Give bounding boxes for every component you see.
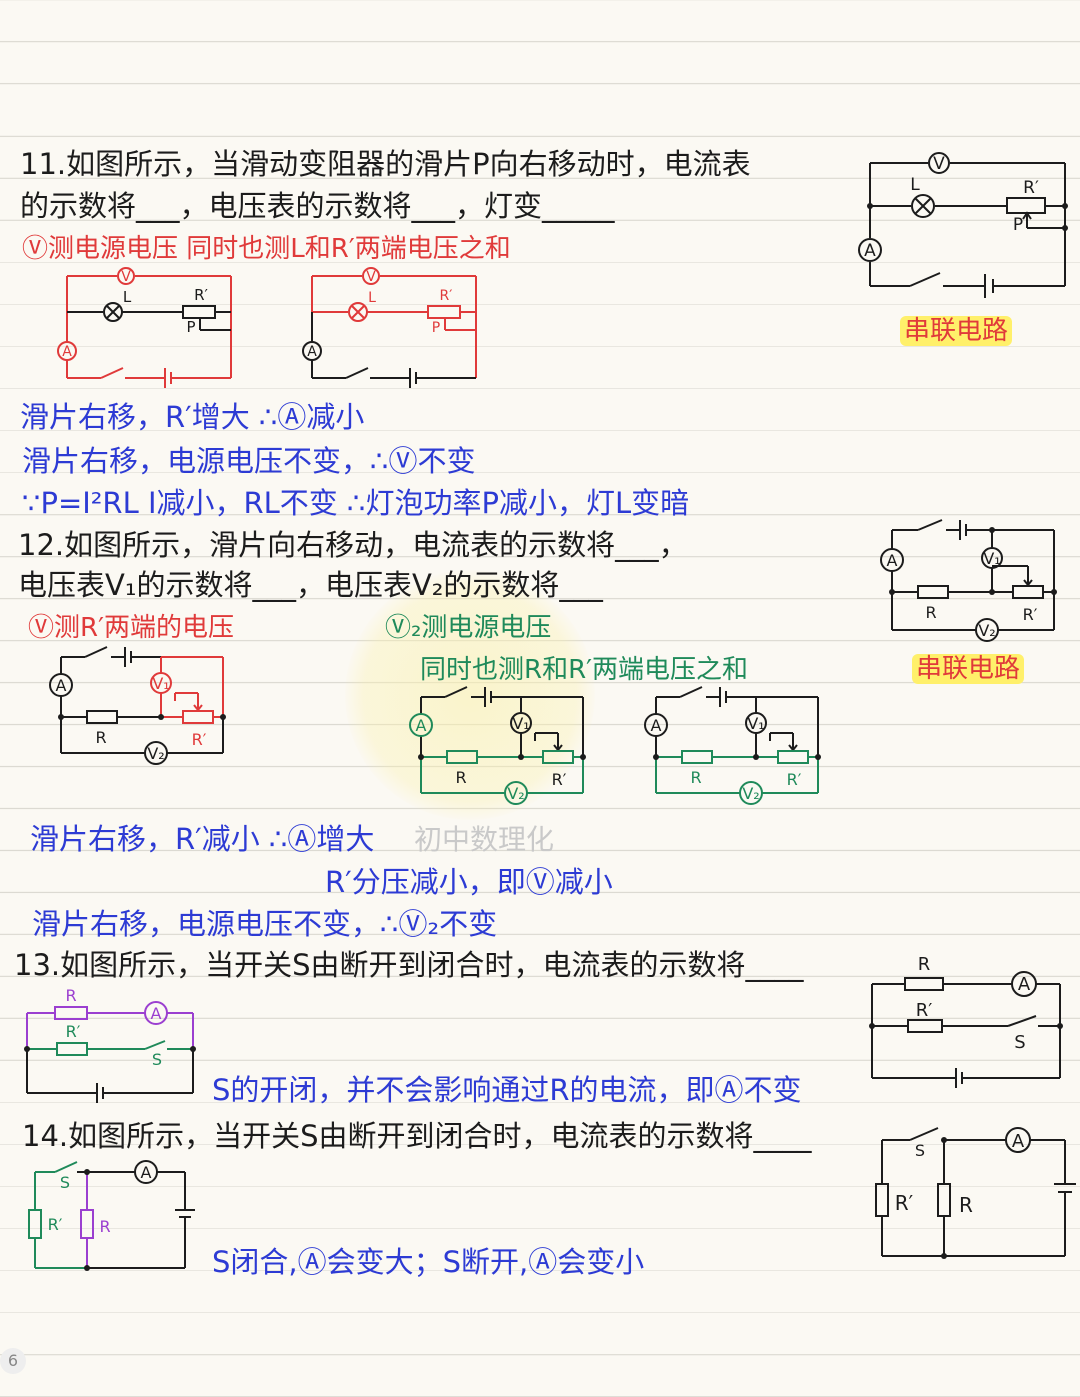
- q11-rheostat-label: R′: [1023, 178, 1039, 198]
- q12-v2-note-2: 同时也测R和R′两端电压之和: [420, 655, 749, 685]
- q12-question-line2: 电压表V₁的示数将___，电压表V₂的示数将___: [18, 568, 603, 602]
- svg-text:V₁: V₁: [983, 549, 1000, 568]
- svg-text:A: A: [416, 716, 427, 735]
- page-number: 6: [0, 1348, 26, 1374]
- svg-text:R′: R′: [1023, 605, 1038, 624]
- q11-circuit-red-1: V A L R′ P: [57, 267, 232, 388]
- svg-text:R: R: [690, 768, 701, 787]
- q11-series-label: 串联电路: [900, 316, 1013, 346]
- svg-text:R: R: [455, 768, 466, 787]
- q14-answer: S闭合,Ⓐ会变大；S断开,Ⓐ会变小: [212, 1245, 645, 1279]
- svg-text:A: A: [151, 1004, 162, 1023]
- q11-question-line2: 的示数将___，电压表的示数将___，灯变_____: [20, 189, 615, 223]
- svg-text:V: V: [366, 269, 376, 285]
- watermark-text: 初中数理化: [414, 823, 555, 856]
- q14-circuit-diagram: S A R′ R: [875, 1127, 1076, 1259]
- svg-text:R: R: [959, 1193, 973, 1217]
- svg-text:A: A: [56, 676, 67, 695]
- q11-ammeter-label: A: [864, 241, 876, 261]
- svg-text:L: L: [123, 288, 132, 306]
- svg-text:P: P: [432, 320, 440, 336]
- q12-circuit-green-2: A V₁ V₂ R R′: [644, 686, 821, 805]
- svg-text:R′: R′: [192, 730, 207, 749]
- q11-answer-line2: 滑片右移，电源电压不变，∴Ⓥ不变: [22, 444, 476, 478]
- svg-text:R: R: [99, 1217, 110, 1236]
- q12-v2-note: Ⓥ₂测电源电压: [385, 613, 552, 643]
- q11-answer-line1: 滑片右移，R′增大 ∴Ⓐ减小: [20, 400, 365, 434]
- svg-text:R′: R′: [48, 1215, 63, 1234]
- svg-text:R: R: [65, 986, 76, 1005]
- q11-circuit-diagram: V A L R′ P: [858, 152, 1068, 298]
- svg-text:S: S: [152, 1050, 162, 1069]
- q12-series-label: 串联电路: [912, 654, 1025, 684]
- svg-text:R′: R′: [440, 288, 453, 304]
- svg-text:V₂: V₂: [742, 784, 759, 803]
- q13-answer: S的开闭，并不会影响通过R的电流，即Ⓐ不变: [212, 1073, 802, 1107]
- svg-text:A: A: [887, 551, 898, 570]
- svg-text:R: R: [925, 603, 936, 622]
- q11-question-line1: 11.如图所示，当滑动变阻器的滑片P向右移动时，电流表: [20, 147, 751, 181]
- q12-answer-line1: 滑片右移，R′减小 ∴Ⓐ增大: [30, 822, 375, 856]
- q11-circuit-red-2: VL R′P A: [302, 267, 477, 388]
- svg-text:R′: R′: [916, 1000, 933, 1021]
- svg-text:R: R: [918, 954, 931, 975]
- svg-text:R′: R′: [787, 770, 802, 789]
- q12-question-line1: 12.如图所示，滑片向右移动，电流表的示数将___，: [18, 528, 688, 562]
- q13-question: 13.如图所示，当开关S由断开到闭合时，电流表的示数将____: [14, 948, 804, 982]
- q13-circuit-diagram: R A R′ S: [869, 954, 1063, 1088]
- svg-text:R′: R′: [66, 1022, 81, 1041]
- svg-text:V₂: V₂: [147, 744, 164, 763]
- svg-text:S: S: [60, 1173, 70, 1192]
- svg-text:P: P: [186, 318, 195, 336]
- svg-text:R′: R′: [895, 1191, 914, 1215]
- svg-text:S: S: [1014, 1032, 1025, 1053]
- watermark-logo: [345, 570, 595, 820]
- q13-circuit-colored: R A R′ S: [24, 986, 196, 1103]
- q14-question: 14.如图所示，当开关S由断开到闭合时，电流表的示数将____: [22, 1119, 812, 1153]
- svg-text:V₁: V₁: [512, 714, 529, 733]
- q11-voltmeter-note: Ⓥ测电源电压 同时也测L和R′两端电压之和: [22, 234, 511, 264]
- svg-text:A: A: [1018, 974, 1031, 995]
- svg-text:R: R: [95, 728, 106, 747]
- svg-text:L: L: [368, 290, 376, 306]
- q11-answer-line3: ∵P=I²RL I减小，RL不变 ∴灯泡功率P减小，灯L变暗: [22, 486, 690, 520]
- svg-text:S: S: [915, 1141, 925, 1160]
- svg-text:V₂: V₂: [507, 784, 524, 803]
- q11-lamp-label: L: [910, 175, 920, 195]
- svg-text:R′: R′: [194, 286, 208, 304]
- q12-answer-line3: 滑片右移，电源电压不变，∴Ⓥ₂不变: [32, 907, 498, 941]
- q12-answer-line2: R′分压减小，即Ⓥ减小: [325, 865, 613, 899]
- svg-text:V₂: V₂: [978, 621, 995, 640]
- svg-text:A: A: [62, 344, 72, 360]
- q12-circuit-green-1: A V₁ V₂ R R′: [409, 686, 586, 805]
- svg-text:A: A: [141, 1163, 152, 1182]
- svg-text:V: V: [121, 269, 131, 285]
- svg-text:A: A: [307, 344, 317, 360]
- svg-text:A: A: [1012, 1131, 1025, 1152]
- svg-text:V₁: V₁: [152, 674, 169, 693]
- q11-voltmeter-label: V: [933, 154, 945, 174]
- q12-circuit-diagram: A V₁ V₂ R R′: [880, 519, 1057, 642]
- q12-circuit-red: A V₁ V₂ R R′: [49, 646, 226, 765]
- q11-slider-label: P: [1013, 215, 1023, 235]
- svg-text:V₁: V₁: [747, 714, 764, 733]
- svg-text:A: A: [651, 716, 662, 735]
- svg-text:R′: R′: [552, 770, 567, 789]
- q14-circuit-colored: S A R′ R: [28, 1160, 195, 1271]
- q12-v1-note: Ⓥ测R′两端的电压: [28, 613, 234, 643]
